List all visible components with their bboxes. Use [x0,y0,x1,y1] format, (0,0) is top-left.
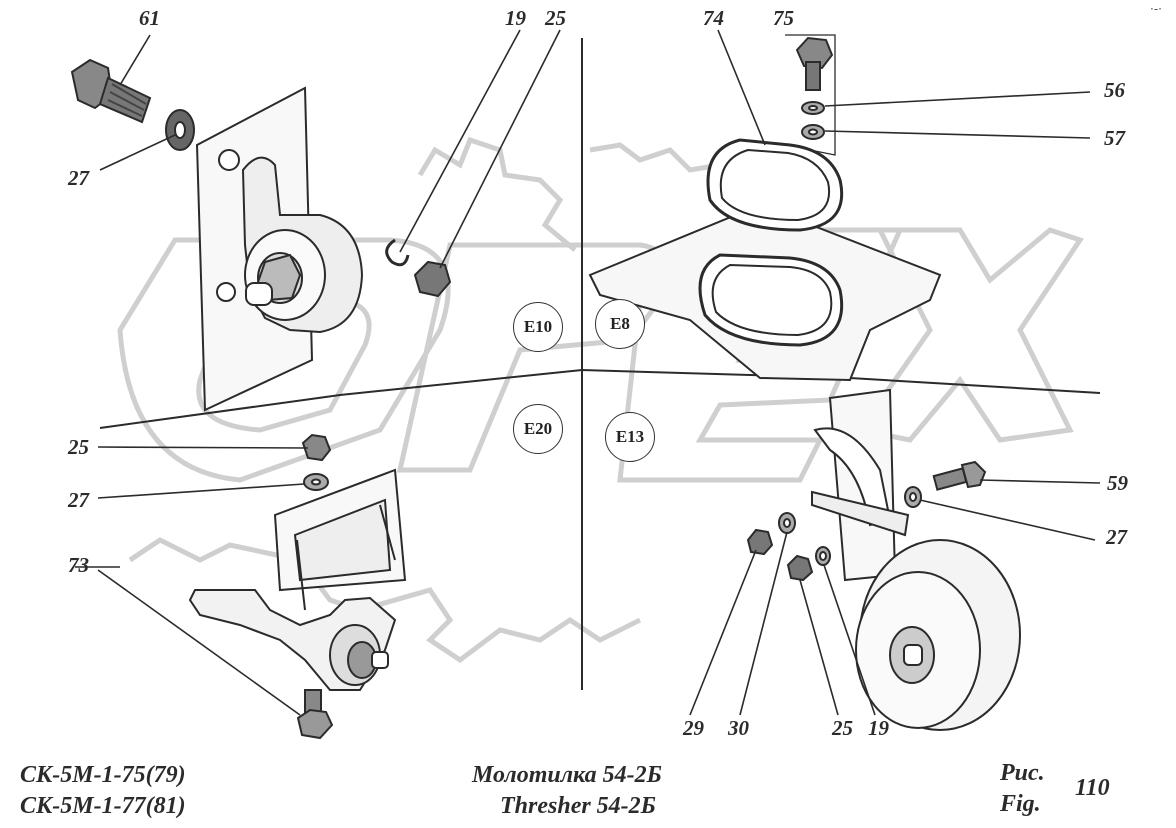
figure-number: 110 [1075,775,1110,801]
nut-25-right [786,554,814,582]
washer-27-left [303,473,329,491]
bearing-bracket-bottomleft [188,468,407,691]
bolt-59 [932,460,987,491]
callout-29: 29 [683,716,704,740]
zone-marker-e10: E10 [513,302,563,352]
model-code-line1: СК-5М-1-75(79) [20,762,186,788]
callout-30: 30 [728,716,749,740]
nut-29 [746,528,774,556]
callout-27: 27 [1106,525,1127,549]
callout-27: 27 [68,488,89,512]
corner-mark: ·-· [1150,2,1162,16]
callout-74: 74 [703,6,724,30]
zone-marker-e8: E8 [595,299,645,349]
callout-27: 27 [68,166,89,190]
zone-marker-e20: E20 [513,404,563,454]
bolt-75-stack [785,34,836,156]
nut-25-left [301,433,332,462]
nut-25-top [413,260,452,298]
callout-25: 25 [68,435,89,459]
washer-30 [778,512,796,534]
callout-25: 25 [832,716,853,740]
bearing-bracket-topleft [195,86,364,412]
callout-56: 56 [1104,78,1125,102]
callout-19: 19 [868,716,889,740]
bolt-61 [70,58,152,124]
figure-label-ru: Рис. [1000,760,1045,786]
callout-61: 61 [139,6,160,30]
pulley-assembly [811,388,1021,731]
callout-73: 73 [68,553,89,577]
bolt-73 [296,689,334,740]
section-lines [99,38,1101,690]
title-russian: Молотилка 54-2Б [472,762,662,788]
washer-19-right [815,546,831,566]
figure-label-en: Fig. [1000,791,1041,817]
callout-75: 75 [773,6,794,30]
title-english: Thresher 54-2Б [500,793,656,819]
callout-25: 25 [545,6,566,30]
gasket-assembly [588,138,942,382]
washer-27-right [904,486,922,508]
callout-19: 19 [505,6,526,30]
zone-marker-e13: E13 [605,412,655,462]
snap-ring-19 [385,238,410,267]
callout-59: 59 [1107,471,1128,495]
callout-57: 57 [1104,126,1125,150]
model-code-line2: СК-5М-1-77(81) [20,793,186,819]
washer-27-top [165,109,195,151]
leader-lines [75,29,1101,716]
